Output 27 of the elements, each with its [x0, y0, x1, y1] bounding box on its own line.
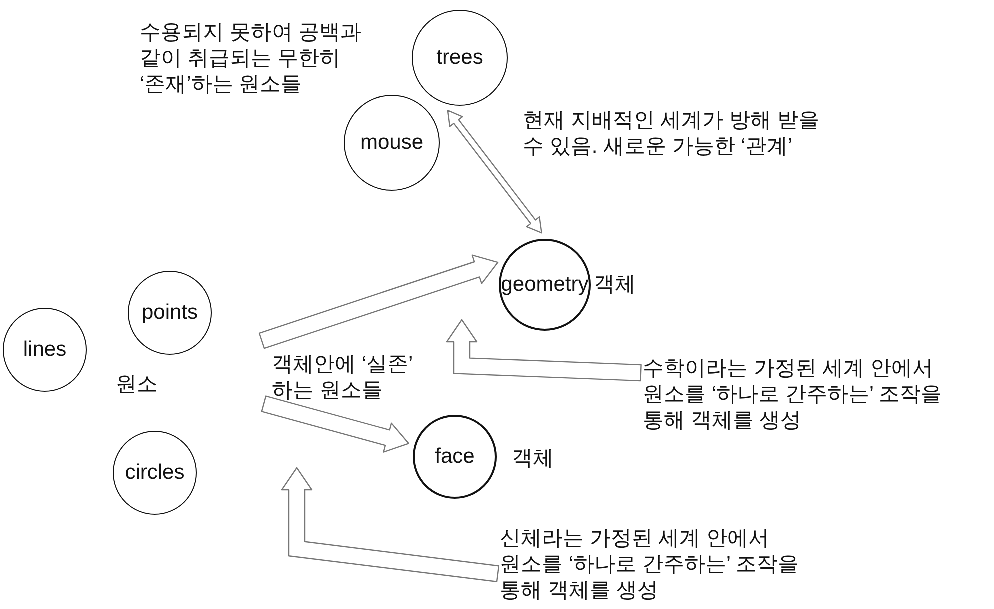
- circle-label: mouse: [360, 131, 424, 155]
- note-text: 수학이라는 가정된 세계 안에서 원소를 ‘하나로 간주하는’ 조작을 통해 객체를 생성: [643, 356, 988, 434]
- node-label: 객체: [594, 272, 636, 298]
- annotation-text: 객체안에 ‘실존’ 하는 원소들: [272, 352, 414, 404]
- circle-label: lines: [23, 338, 67, 362]
- edge-label: 현재 지배적인 세계가 방해 받을 수 있음. 새로운 가능한 ‘관계’: [523, 108, 820, 160]
- note-text: 신체라는 가정된 세계 안에서 원소를 ‘하나로 간주하는’ 조작을 통해 객체를 생성: [500, 526, 825, 604]
- circle-node: [413, 415, 497, 499]
- circle-label: circles: [125, 461, 185, 485]
- hollow-arrow: [281, 467, 500, 582]
- circle-node: [113, 431, 197, 515]
- annotation-text: 수용되지 못하여 공백과 같이 취급되는 무한히 ‘존재’하는 원소들: [140, 20, 363, 98]
- hollow-arrow: [446, 319, 642, 382]
- hollow-arrow: [258, 254, 499, 350]
- hollow-arrow: [261, 396, 410, 453]
- node-label: 객체: [512, 446, 554, 472]
- annotation-text: 원소: [116, 372, 159, 398]
- circle-label: face: [435, 445, 475, 469]
- circle-node: [344, 95, 440, 191]
- circle-node: [499, 239, 591, 331]
- circle-label: geometry: [501, 273, 589, 297]
- circle-node: [412, 10, 508, 106]
- circle-label: points: [142, 301, 198, 325]
- hollow-arrow: [447, 110, 542, 234]
- circle-label: trees: [436, 46, 484, 70]
- circle-node: [3, 308, 87, 392]
- circle-node: [128, 271, 212, 355]
